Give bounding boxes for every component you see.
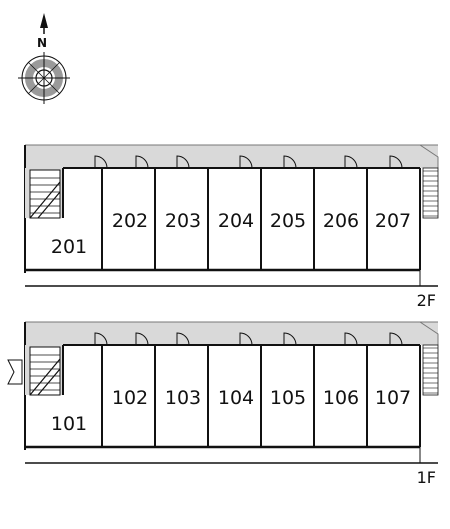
staircase-icon	[29, 346, 61, 396]
door-icon	[239, 155, 253, 169]
external-stair-icon	[422, 344, 439, 396]
door-icon	[389, 155, 403, 169]
corridor	[25, 322, 438, 345]
entrance-icon	[7, 359, 23, 385]
door-icon	[239, 332, 253, 346]
external-stair-icon	[422, 167, 439, 219]
door-icon	[344, 155, 358, 169]
door-icon	[135, 155, 149, 169]
room-number: 102	[112, 387, 148, 409]
room-number: 105	[270, 387, 306, 409]
room-number: 103	[165, 387, 201, 409]
room-number: 107	[375, 387, 411, 409]
door-icon	[135, 332, 149, 346]
compass-north-letter: N	[37, 36, 47, 50]
door-icon	[344, 332, 358, 346]
floor-plan-1f: 101 102 103 104 105 106 107 1F	[7, 321, 439, 487]
door-icon	[283, 332, 297, 346]
north-arrow-icon	[40, 13, 48, 28]
compass: N	[18, 13, 70, 104]
room-number: 201	[51, 236, 87, 258]
room-number: 202	[112, 210, 148, 232]
door-icon	[94, 332, 108, 346]
door-icon	[389, 332, 403, 346]
room-number: 206	[323, 210, 359, 232]
corridor	[25, 145, 438, 168]
floor-label: 2F	[417, 291, 436, 310]
room-number: 204	[218, 210, 254, 232]
door-icon	[176, 332, 190, 346]
compass-rose-icon	[18, 52, 70, 104]
room-number: 207	[375, 210, 411, 232]
room-number: 203	[165, 210, 201, 232]
door-icon	[283, 155, 297, 169]
staircase-icon	[29, 169, 61, 219]
door-icon	[176, 155, 190, 169]
floor-label: 1F	[417, 468, 436, 487]
floor-plan-2f: 201 202 203 204 205 206 207 2F	[24, 144, 439, 310]
room-number: 205	[270, 210, 306, 232]
room-number: 104	[218, 387, 254, 409]
door-icon	[94, 155, 108, 169]
room-number: 101	[51, 413, 87, 435]
room-number: 106	[323, 387, 359, 409]
